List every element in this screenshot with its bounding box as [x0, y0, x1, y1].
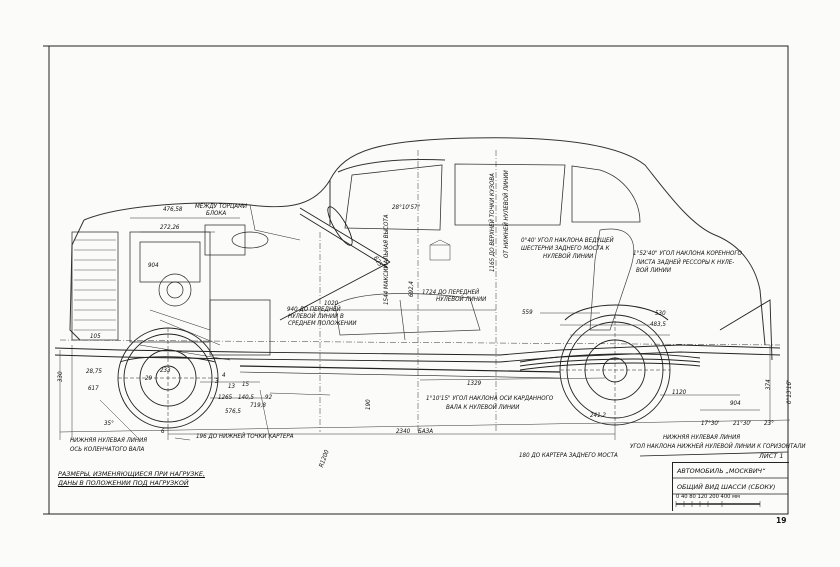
scale-bar-labels: 0 40 80 120 200 400 мм — [676, 494, 740, 500]
label-617: 617 — [88, 385, 99, 392]
label-28-75: 28,75 — [86, 368, 102, 375]
label-angle-steer: 28°10'57" — [392, 204, 421, 211]
steering-column — [279, 206, 391, 321]
label-1120: 1120 — [672, 389, 687, 396]
seats — [334, 228, 635, 341]
label-rear-gear-2: ШЕСТЕРНИ ЗАДНЕГО МОСТА К — [521, 245, 610, 252]
lower-zero-line — [59, 419, 791, 433]
title-block: АВТОМОБИЛЬ „МОСКВИЧ“ ОБЩИЙ ВИД ШАССИ (СБ… — [672, 462, 789, 511]
label-shaft-1: 1°10'15" УГОЛ НАКЛОНА ОСИ КАРДАННОГО — [426, 395, 554, 402]
label-29: 29 — [145, 375, 153, 382]
label-2340: 2340 — [396, 428, 411, 435]
label-530: 530 — [655, 310, 666, 317]
label-940-2: НУЛЕВОЙ ЛИНИИ В — [288, 313, 344, 320]
car-body-outline — [69, 137, 766, 346]
label-1724-1: 1724 ДО ПЕРЕДНЕЙ — [422, 289, 480, 296]
title-line-1: АВТОМОБИЛЬ „МОСКВИЧ“ — [677, 467, 766, 475]
label-719-8: 719,8 — [250, 402, 266, 409]
sheet-frame — [48, 45, 789, 515]
label-904a: 904 — [148, 262, 159, 269]
label-base: БАЗА — [418, 428, 434, 435]
label-559: 559 — [522, 309, 533, 316]
label-lower-zero-left: НИЖНЯЯ НУЛЕВАЯ ЛИНИЯ — [70, 437, 148, 444]
load-note-line-1: РАЗМЕРЫ, ИЗМЕНЯЮЩИЕСЯ ПРИ НАГРУЗКЕ, — [58, 470, 205, 478]
label-21-30: 21°30' — [733, 420, 752, 427]
label-rear-gear-3: НУЛЕВОЙ ЛИНИИ — [543, 253, 594, 260]
label-92: 92 — [265, 394, 273, 401]
chassis-frame — [54, 299, 781, 379]
label-1020: 1020 — [324, 300, 339, 307]
label-spring-1: 1°52'40" УГОЛ НАКЛОНА КОРЕННОГО — [633, 250, 742, 257]
label-140-5: 140,5 — [238, 394, 254, 401]
label-241-2: 241,2 — [590, 412, 606, 419]
label-lowest-crank: 196 ДО НИЖНЕЙ ТОЧКИ КАРТЕРА — [196, 433, 294, 440]
label-13: 13 — [228, 383, 236, 390]
label-1724-2: НУЛЕВОЙ ЛИНИИ — [436, 296, 487, 303]
front-wheel — [117, 327, 219, 429]
load-note-line-2: ДАНЫ В ПОЛОЖЕНИИ ПОД НАГРУЗКОЙ — [58, 479, 189, 487]
label-3: 3 — [215, 378, 219, 385]
label-576-5: 576,5 — [225, 408, 241, 415]
label-940-3: СРЕДНЕМ ПОЛОЖЕНИИ — [288, 320, 357, 327]
rear-wheel — [559, 304, 671, 426]
label-spring-2: ЛИСТА ЗАДНЕЙ РЕССОРЫ К НУЛЕ- — [636, 259, 735, 266]
label-block: БЛОКА — [206, 210, 227, 217]
label-15: 15 — [242, 381, 250, 388]
label-crank-axis: ОСЬ КОЛЕНЧАТОГО ВАЛА — [70, 446, 145, 453]
label-angle-horizontal: УГОЛ НАКЛОНА НИЖНЕЙ НУЛЕВОЙ ЛИНИИ К ГОРИ… — [630, 443, 806, 450]
label-476-58: 476,58 — [163, 206, 183, 213]
label-233: 233 — [160, 367, 171, 374]
label-374: 374 — [765, 379, 772, 390]
sheet-label: ЛИСТ 1 — [759, 452, 784, 460]
engine-assembly — [71, 224, 271, 361]
label-between-ends: МЕЖДУ ТОРЦАМИ — [195, 203, 248, 210]
label-6: 6 — [161, 428, 165, 435]
label-940-1: 940 ДО ПЕРЕДНЕЙ — [287, 306, 341, 313]
label-272-26: 272,26 — [160, 224, 180, 231]
label-spring-3: ВОЙ ЛИНИИ — [636, 267, 671, 274]
label-904b: 904 — [730, 400, 741, 407]
label-330: 330 — [57, 371, 64, 382]
label-483-5: 483,5 — [650, 321, 666, 328]
label-shaft-2: ВАЛА К НУЛЕВОЙ ЛИНИИ — [446, 404, 520, 411]
dimension-lines — [59, 150, 791, 441]
title-block-lines — [639, 451, 789, 507]
label-35-deg: 35° — [104, 420, 114, 427]
label-body-zero: ОТ НИЖНЕЙ НУЛЕВОЙ ЛИНИИ — [503, 170, 510, 258]
label-23: 23° — [764, 420, 774, 427]
label-lower-zero-right: НИЖНЯЯ НУЛЕВАЯ ЛИНИЯ — [663, 434, 741, 441]
load-note: РАЗМЕРЫ, ИЗМЕНЯЮЩИЕСЯ ПРИ НАГРУЗКЕ, ДАНЫ… — [58, 470, 205, 488]
label-0-13: 0°13'16" — [786, 379, 793, 404]
label-1329: 1329 — [467, 380, 482, 387]
label-max-height: 1544 МАКСИМАЛЬНАЯ ВЫСОТА — [383, 214, 390, 305]
page-number: 19 — [776, 516, 787, 525]
label-rear-axle: 180 ДО КАРТЕРА ЗАДНЕГО МОСТА — [519, 452, 618, 459]
label-4: 4 — [222, 372, 226, 379]
label-190: 190 — [365, 399, 372, 410]
label-1165: 1165 ДО ВЕРХНЕЙ ТОЧКИ КУЗОВА — [489, 173, 496, 272]
label-692-4: 692,4 — [408, 281, 415, 297]
title-line-2: ОБЩИЙ ВИД ШАССИ (СБОКУ) — [677, 483, 776, 491]
label-rear-gear-1: 0°40' УГОЛ НАКЛОНА ВЕДУЩЕЙ — [521, 237, 614, 244]
label-17-30: 17°30' — [701, 420, 720, 427]
label-126-5: 1265 — [218, 394, 233, 401]
label-105: 105 — [90, 333, 101, 340]
